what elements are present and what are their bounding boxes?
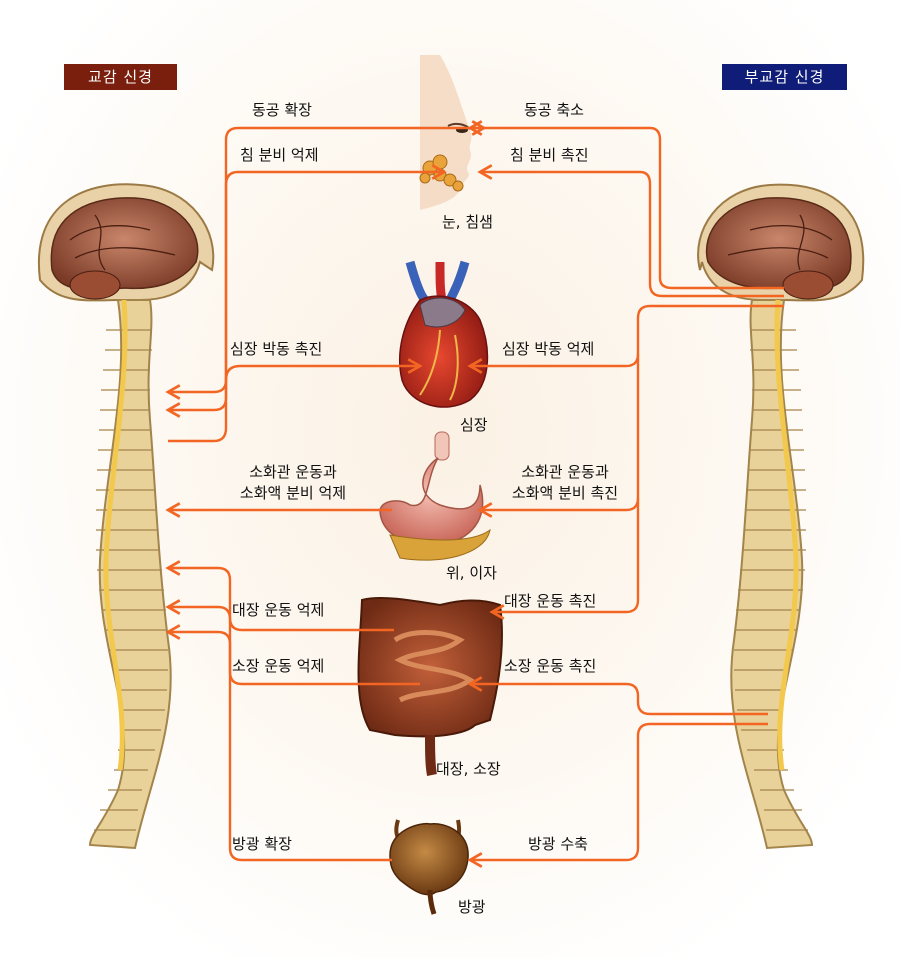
left-spinal-cord xyxy=(103,299,128,771)
sympathetic-nerve-lines xyxy=(165,120,487,862)
left-vertebral-column xyxy=(88,299,172,850)
para-digestion-label-2: 소화액 분비 촉진 xyxy=(511,484,619,502)
sym-bladder-label: 방광 확장 xyxy=(232,835,292,853)
sym-digestion-label-1: 소화관 운동과 xyxy=(249,463,337,481)
sympathetic-header: 교감 신경 xyxy=(64,64,177,90)
para-bladder-label: 방광 수축 xyxy=(528,835,588,853)
intestines-illustration xyxy=(357,596,503,776)
sym-heart-label: 심장 박동 촉진 xyxy=(230,340,323,358)
organ-heart-label: 심장 xyxy=(460,416,488,434)
right-vertebral-column xyxy=(730,299,814,850)
sym-large-intestine-label: 대장 운동 억제 xyxy=(232,601,325,619)
bladder-illustration xyxy=(389,819,469,915)
para-pupil-label: 동공 축소 xyxy=(524,101,584,119)
organ-intestines-label: 대장, 소장 xyxy=(436,760,501,778)
para-large-intestine-label: 대장 운동 촉진 xyxy=(504,592,597,610)
right-spinal-cord xyxy=(774,299,799,771)
organ-eye-salivary-label: 눈, 침샘 xyxy=(442,213,493,231)
right-brain xyxy=(705,197,852,291)
organ-stomach-pancreas-label: 위, 이자 xyxy=(446,564,497,582)
right-brain-spine xyxy=(697,183,865,850)
para-small-intestine-label: 소장 운동 촉진 xyxy=(504,657,597,675)
parasympathetic-header: 부교감 신경 xyxy=(722,64,847,90)
left-brain-spine xyxy=(37,183,215,850)
heart-illustration xyxy=(398,260,489,408)
face-profile xyxy=(420,55,472,210)
sym-digestion-label-2: 소화액 분비 억제 xyxy=(239,484,347,502)
left-brain xyxy=(50,197,199,291)
sym-saliva-label: 침 분비 억제 xyxy=(240,146,319,164)
para-digestion-label-1: 소화관 운동과 xyxy=(521,463,609,481)
para-saliva-label: 침 분비 촉진 xyxy=(510,146,589,164)
para-heart-label: 심장 박동 억제 xyxy=(502,340,595,358)
stomach-illustration xyxy=(379,431,491,561)
organ-bladder-label: 방광 xyxy=(458,898,486,916)
parasympathetic-nerve-lines xyxy=(467,120,784,868)
sym-pupil-label: 동공 확장 xyxy=(252,101,312,119)
sym-small-intestine-label: 소장 운동 억제 xyxy=(232,657,325,675)
